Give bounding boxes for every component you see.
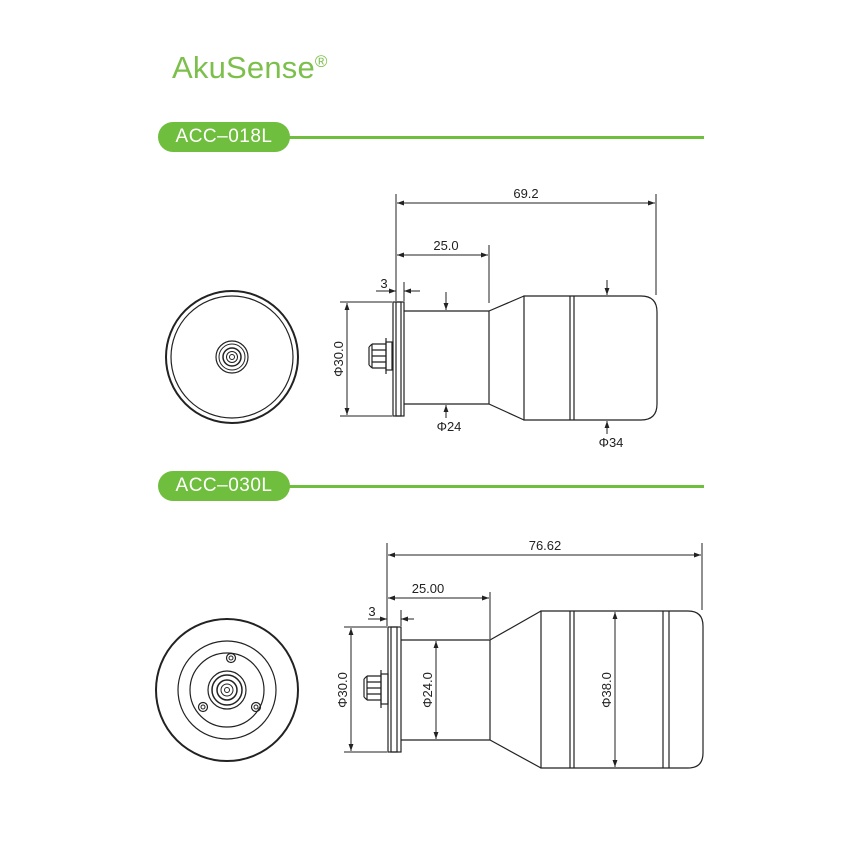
brand-logo: AkuSense® [172,50,328,86]
section-divider-2 [288,485,704,488]
acc-030l-front-length-label: 25.00 [412,581,445,596]
section-divider-1 [288,136,704,139]
acc-030l-side-view [363,610,704,769]
acc-018l-body-label: Φ34 [599,435,624,450]
registered-mark: ® [314,52,328,71]
model-label-acc-030l: ACC–030L [158,471,290,501]
acc-030l-dimensions [344,543,703,767]
acc-018l-dimensions [340,194,657,434]
acc-018l-length-label: 69.2 [513,186,538,201]
acc-030l-flange-label: 3 [368,604,375,619]
brand-name: AkuSense [172,50,315,85]
acc-030l-neck-label: Φ24.0 [420,672,435,708]
acc-018l-neck-label: Φ24 [437,419,462,434]
acc-030l-length-label: 76.62 [529,538,562,553]
acc-018l-flange-label: 3 [380,276,387,291]
acc-018l-front-view [165,290,299,424]
acc-018l-height-label: Φ30.0 [331,341,346,377]
acc-030l-height-label: Φ30.0 [335,672,350,708]
acc-018l-side-view [368,295,658,421]
acc-018l-front-length-label: 25.0 [433,238,458,253]
acc-030l-body-label: Φ38.0 [599,672,614,708]
model-label-acc-018l: ACC–018L [158,122,290,152]
acc-030l-front-view [155,618,299,762]
